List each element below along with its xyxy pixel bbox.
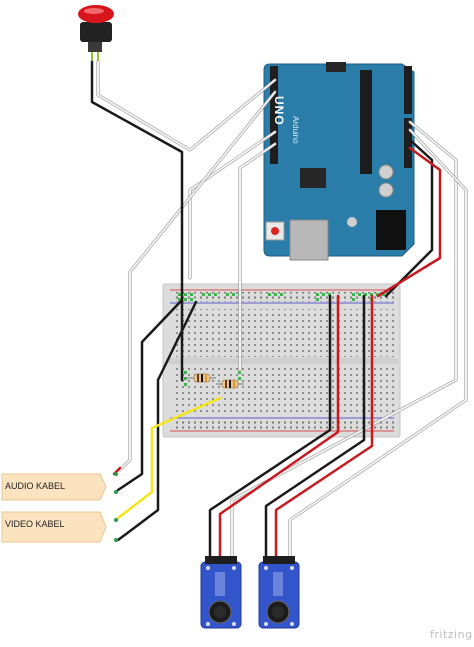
white-wire-analog-to-sensor-2 xyxy=(288,128,468,568)
black-wire-board-to-audio xyxy=(116,298,184,492)
black-wire-ground-rail xyxy=(384,138,434,298)
usb-port xyxy=(289,219,329,261)
black-wire-to-sensor-2 xyxy=(264,294,366,568)
video-cable-label: VIDEO KABEL xyxy=(5,519,65,529)
fritzing-watermark: fritzing xyxy=(430,628,473,641)
push-button xyxy=(78,5,114,62)
white-wire-arduino-to-audio xyxy=(118,90,277,472)
power-header-right xyxy=(404,66,412,114)
white-wire-pin-to-board xyxy=(188,130,277,280)
capacitor-1 xyxy=(378,164,394,180)
black-wire-to-sensor-1 xyxy=(208,294,332,568)
capacitor-2 xyxy=(378,182,394,198)
video-wire-end-1 xyxy=(114,518,118,522)
white-wire-pin-to-resistor xyxy=(238,142,277,372)
sound-sensor-2 xyxy=(258,556,300,629)
sound-sensor-1 xyxy=(200,556,242,629)
audio-cable-tag xyxy=(1,473,107,501)
red-wire-to-sensor-1 xyxy=(218,294,340,568)
black-wire-board-to-video xyxy=(116,300,198,542)
atmega-chip xyxy=(360,70,372,174)
crystal xyxy=(347,217,357,227)
arduino-uno-board xyxy=(263,62,415,261)
red-wire-to-sensor-2 xyxy=(274,294,374,568)
arduino-brand-label: Arduino xyxy=(291,116,300,144)
icsp-top-header xyxy=(326,62,346,72)
audio-wire-end-1 xyxy=(114,472,118,476)
digital-header-left xyxy=(270,66,278,164)
dc-power-jack xyxy=(376,210,406,250)
audio-cable-label: AUDIO KABEL xyxy=(5,481,66,491)
resistor-2 xyxy=(216,379,244,389)
white-wire-analog-to-sensor-1 xyxy=(230,120,458,568)
red-wire-5v-rail xyxy=(376,146,442,298)
audio-wire-end-2 xyxy=(114,490,118,494)
bottom-power-rail xyxy=(172,420,394,430)
video-wire-end-2 xyxy=(114,538,118,542)
icsp-header xyxy=(300,168,326,188)
black-wire-button-ground xyxy=(90,60,184,382)
yellow-wire-to-video xyxy=(116,396,222,520)
arduino-model-label: UNO xyxy=(272,96,286,126)
breadboard xyxy=(162,283,401,438)
analog-header-right xyxy=(404,118,412,168)
reset-button-cap xyxy=(271,227,279,235)
upper-terminal-strip xyxy=(172,309,394,357)
top-power-rail xyxy=(172,292,394,302)
lower-terminal-strip xyxy=(172,366,394,414)
video-cable-tag xyxy=(1,511,107,543)
resistor-1 xyxy=(186,373,216,383)
center-channel xyxy=(168,358,398,364)
white-wire-button-to-pin xyxy=(96,60,277,152)
